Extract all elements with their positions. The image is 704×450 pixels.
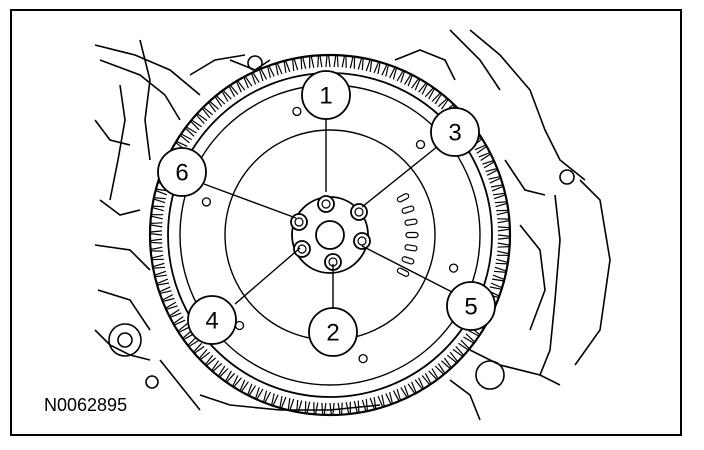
flywheel-trigger-slots: [396, 193, 419, 277]
callout-2-number: 2: [326, 320, 339, 347]
flywheel-bolt-head: [353, 232, 371, 250]
callout-leader-lines: [203, 118, 453, 310]
flywheel-bolt-head: [350, 203, 368, 221]
mounting-hole: [292, 106, 302, 117]
trigger-slot: [396, 193, 410, 203]
mounting-hole: [358, 353, 368, 364]
callout-5: 5: [446, 281, 496, 331]
leader-line-6: [203, 183, 297, 219]
callout-3: 3: [430, 107, 480, 157]
flywheel-ring-gear-outer: [148, 53, 512, 417]
flywheel-bolt-center: [321, 199, 331, 209]
mounting-hole: [201, 197, 212, 207]
trigger-slot: [405, 231, 419, 239]
mounting-hole: [448, 263, 459, 273]
callout-3-number: 3: [448, 120, 461, 147]
trigger-slot: [401, 205, 415, 214]
leader-line-5: [361, 245, 453, 293]
callout-6-number: 6: [175, 160, 188, 187]
callout-balloons: 1 2 3 4 5 6: [157, 70, 496, 357]
crankshaft-pilot-bore: [315, 220, 345, 250]
flywheel-mounting-holes: [201, 106, 459, 364]
flywheel-bolt-center: [357, 236, 367, 246]
figure-id-label: N0062895: [44, 395, 127, 415]
flywheel-bolt-head: [293, 240, 311, 258]
trigger-slot: [404, 244, 418, 252]
callout-4-number: 4: [205, 308, 218, 335]
leader-line-4: [234, 247, 301, 305]
trigger-slot: [396, 267, 410, 277]
trigger-slot: [404, 218, 418, 226]
flywheel-bolt-center: [354, 207, 364, 217]
flywheel-bolts: [290, 195, 371, 271]
flywheel-bolt-head: [317, 195, 335, 213]
callout-2: 2: [308, 307, 358, 357]
callout-6: 6: [157, 147, 207, 197]
figure-id-background: [40, 392, 162, 416]
callout-4: 4: [187, 295, 237, 345]
callout-1: 1: [301, 70, 351, 120]
flywheel-bolt-center: [294, 217, 304, 227]
trigger-slot: [401, 256, 415, 265]
engine-background-linework: [94, 29, 611, 421]
mounting-hole: [415, 139, 426, 150]
leader-line-3: [361, 145, 439, 208]
callout-1-number: 1: [319, 83, 332, 110]
callout-5-number: 5: [464, 294, 477, 321]
